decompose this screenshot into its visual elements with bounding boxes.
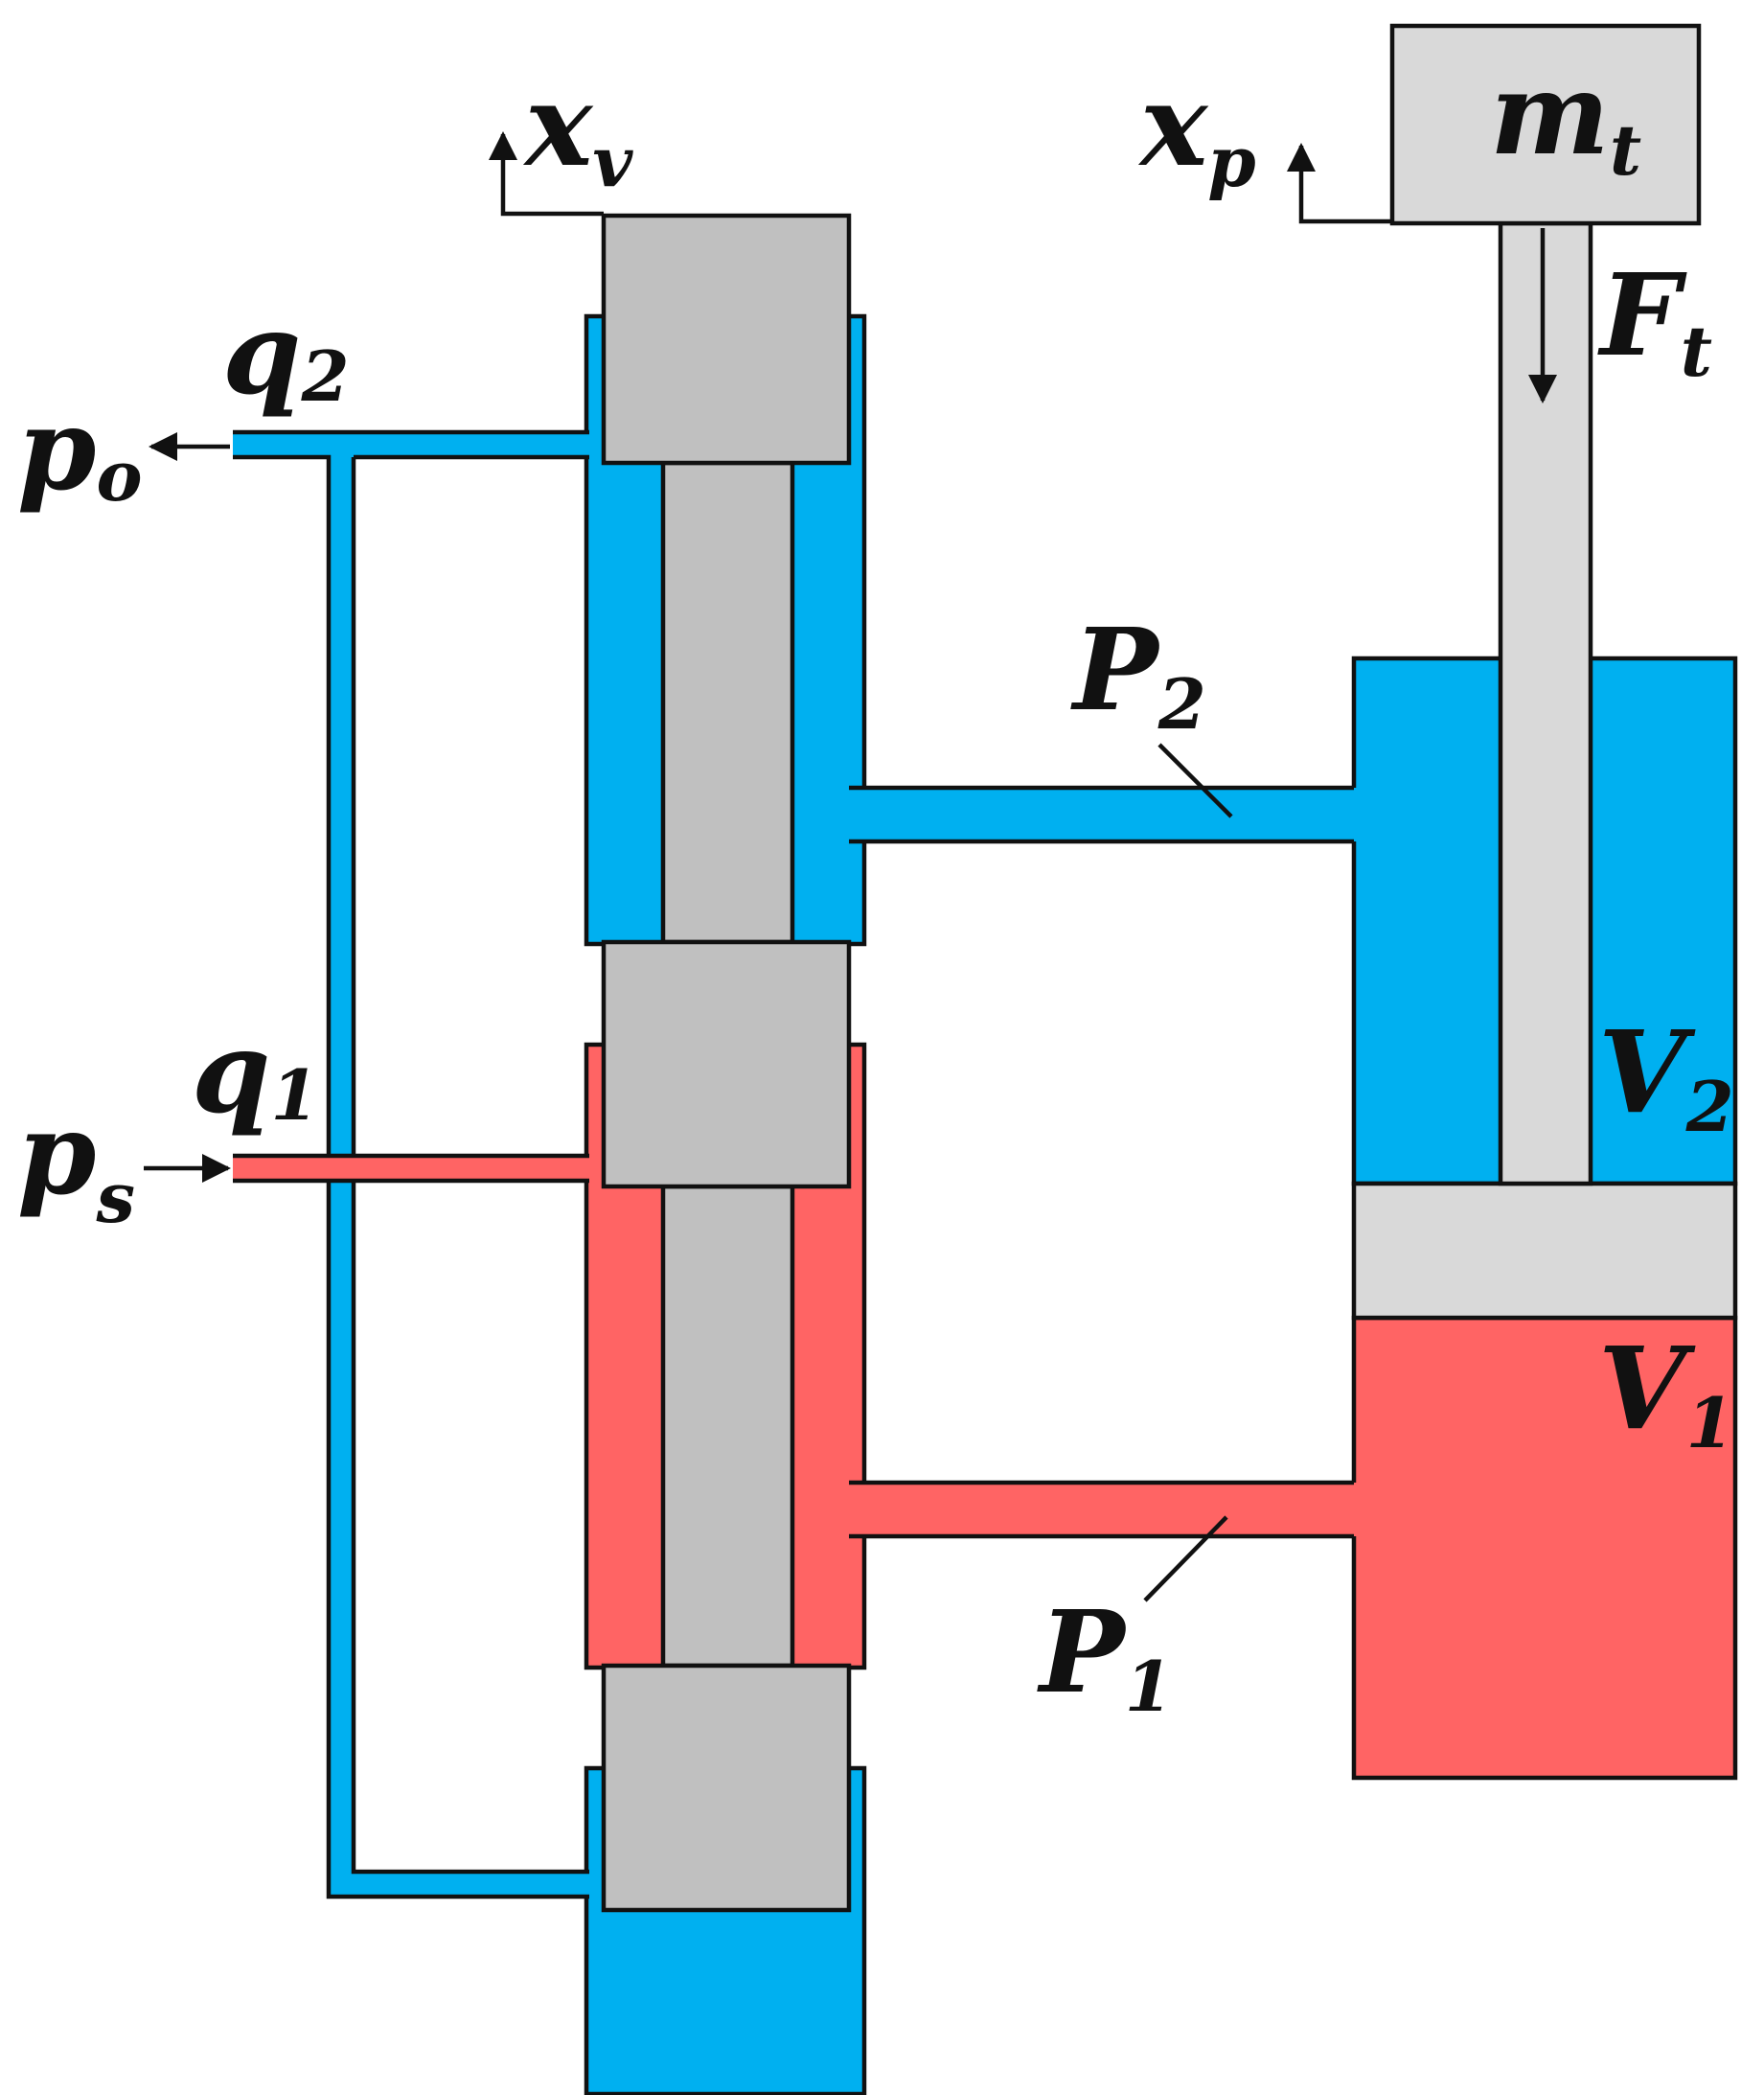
label-xp: xp: [1137, 58, 1256, 202]
xp-reference-arrow: [1287, 143, 1392, 224]
label-ft: Ft: [1597, 248, 1712, 392]
label-p2: P2: [1070, 603, 1206, 745]
supply-line: [233, 1153, 589, 1184]
spool-land-bottom: [601, 1663, 852, 1913]
pipe-p1: [847, 1483, 1358, 1536]
spool-stem-lower: [660, 1184, 795, 1669]
label-xv: xv: [522, 58, 633, 202]
chamber-v1: [1351, 1315, 1738, 1781]
supply-line-pipe: [233, 1156, 589, 1181]
label-p1: P1: [1037, 1585, 1173, 1727]
label-po: po: [17, 382, 143, 517]
label-q1: q1: [192, 1005, 319, 1139]
label-q2: q2: [222, 287, 350, 420]
annotations: [144, 131, 1557, 1183]
pipe-p2: [847, 788, 1358, 841]
label-v1: V1: [1598, 1322, 1734, 1463]
label-mt: mt: [1490, 47, 1641, 191]
control-lines: [847, 743, 1358, 1602]
piston-rod: [1498, 220, 1593, 1186]
piston: [1351, 1181, 1738, 1321]
return-line-top: [233, 432, 589, 457]
load-mass: [1389, 23, 1702, 226]
spool-land-top: [601, 213, 852, 466]
spool-land-middle: [601, 939, 852, 1189]
valve-spool: [601, 213, 852, 1913]
return-line-bottom: [329, 1872, 589, 1897]
label-v2: V2: [1598, 1005, 1734, 1147]
xv-reference-arrow: [489, 131, 604, 217]
label-ps: ps: [17, 1087, 135, 1238]
leader-p1: [1143, 1515, 1228, 1602]
leader-p2: [1157, 743, 1233, 818]
spool-stem-upper: [660, 460, 795, 945]
